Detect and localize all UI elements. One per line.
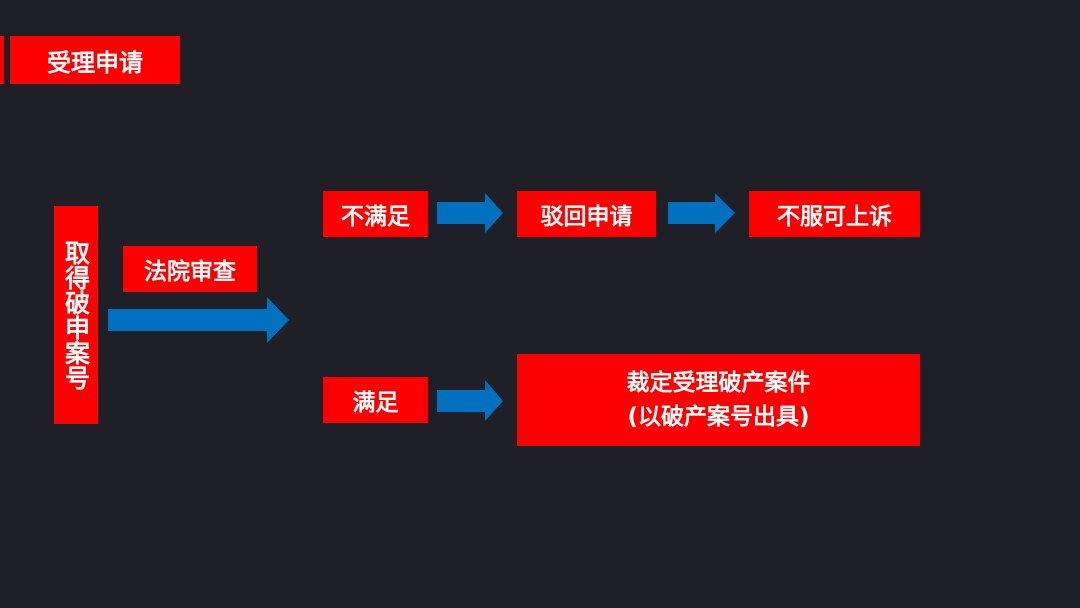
node-court-review: 法院审查 <box>123 246 257 292</box>
arrow-satisfied-to-accept <box>437 380 503 421</box>
arrow-review-to-branch <box>108 297 289 343</box>
node-not-satisfied: 不满足 <box>323 191 428 237</box>
node-appeal: 不服可上诉 <box>749 191 920 237</box>
node-obtain-case-number: 取得破申案号 <box>54 206 98 424</box>
arrow-not-satisfied-to-reject <box>437 193 503 233</box>
title-accent-bar <box>0 36 4 84</box>
accept-ruling-line1: 裁定受理破产案件 <box>626 370 811 396</box>
node-accept-ruling: 裁定受理破产案件 (以破产案号出具) <box>517 354 920 446</box>
node-reject-application: 驳回申请 <box>517 191 656 237</box>
accept-ruling-line2: (以破产案号出具) <box>627 404 810 430</box>
arrow-reject-to-appeal <box>668 193 735 233</box>
node-satisfied: 满足 <box>323 377 428 423</box>
section-title: 受理申请 <box>10 36 180 84</box>
